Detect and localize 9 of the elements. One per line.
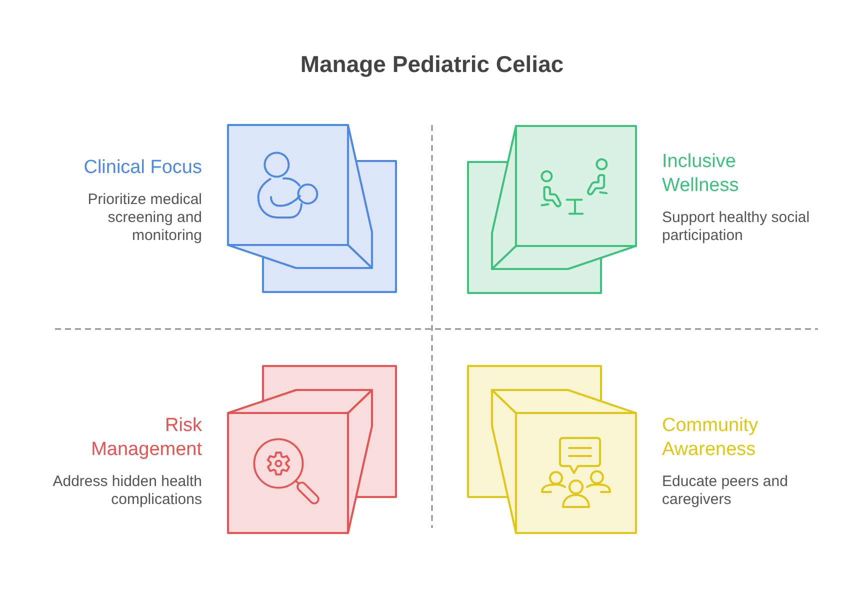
quadrant-description: Prioritize medical screening and monitoring — [86, 191, 202, 245]
diagram-title: Manage Pediatric Celiac — [300, 50, 564, 78]
quadrant-description: Support healthy social participation — [662, 209, 811, 245]
quadrant-heading: Inclusive Wellness — [662, 150, 740, 198]
quadrant-heading: Clinical Focus — [82, 156, 202, 180]
quadrant-heading: Risk Management — [90, 414, 202, 462]
quadrant-heading: Community Awareness — [662, 414, 760, 462]
quadrant-description: Address hidden health complications — [52, 473, 202, 509]
quadrant-description: Educate peers and caregivers — [662, 473, 789, 509]
